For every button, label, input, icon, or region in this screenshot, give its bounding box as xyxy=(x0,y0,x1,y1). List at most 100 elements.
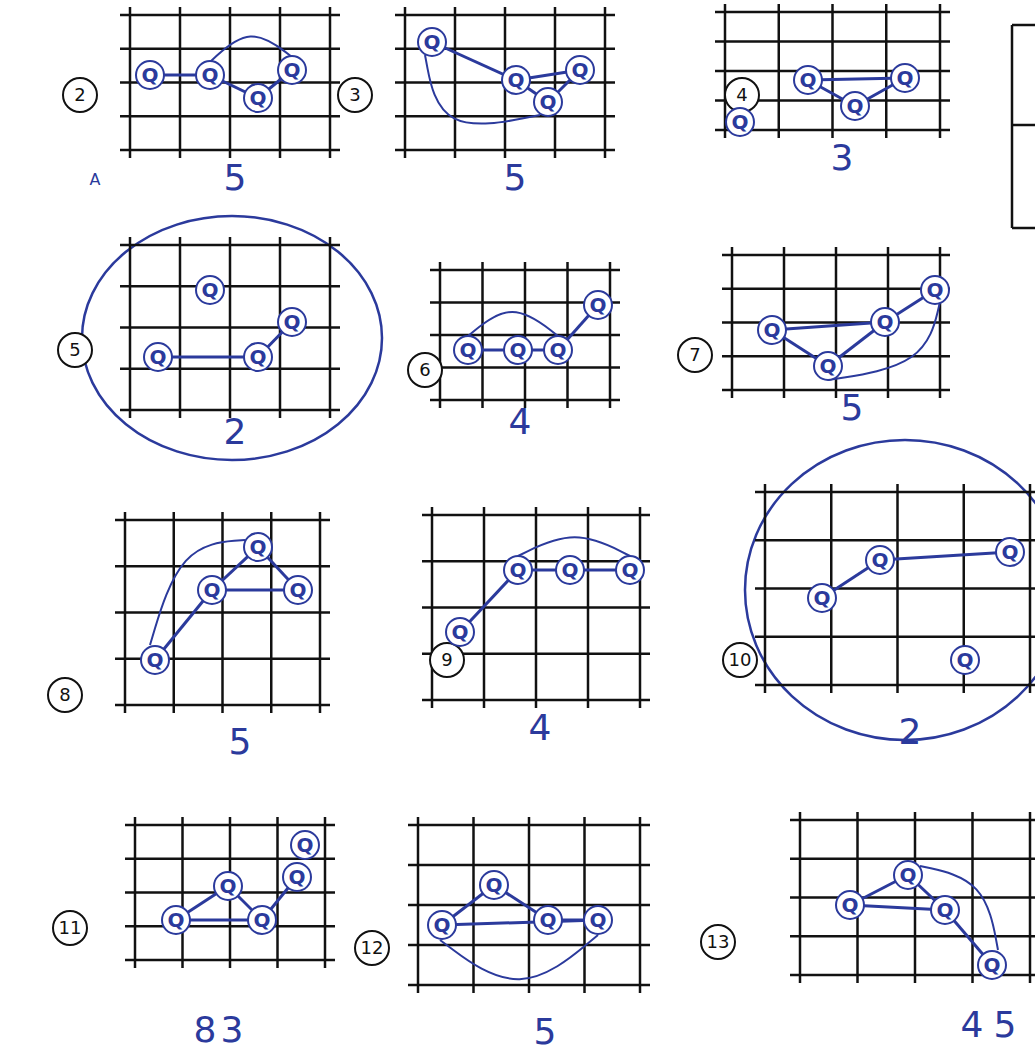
queen-mark: Q xyxy=(840,91,870,121)
grid-line xyxy=(120,149,340,152)
grid-line xyxy=(639,817,642,993)
panel-number: 4 xyxy=(736,86,747,104)
board-sketch xyxy=(723,484,1035,693)
board-sketch xyxy=(422,507,650,708)
attack-curve xyxy=(828,302,940,380)
queen-mark: Q xyxy=(543,335,573,365)
grid-line xyxy=(639,507,642,708)
queen-mark: Q xyxy=(615,555,645,585)
grid-line xyxy=(755,539,1035,542)
attack-curve xyxy=(425,55,540,124)
queen-mark: Q xyxy=(282,862,312,892)
queen-mark: Q xyxy=(213,871,243,901)
grid-line xyxy=(566,262,569,408)
score-number: 4 xyxy=(529,710,552,746)
attack-curve xyxy=(440,935,598,979)
highlight-circle xyxy=(745,440,1035,740)
panel-number: 7 xyxy=(689,346,700,364)
queen-mark: Q xyxy=(565,55,595,85)
grid-line xyxy=(939,247,942,398)
panel-number: 12 xyxy=(361,939,384,957)
attack-curve xyxy=(150,540,245,645)
queen-mark: Q xyxy=(920,275,950,305)
grid-line xyxy=(587,507,590,708)
number-circle xyxy=(701,925,735,959)
board-sketch xyxy=(58,237,340,418)
queen-mark: Q xyxy=(277,55,307,85)
queen-mark: Q xyxy=(195,60,225,90)
board-sketch xyxy=(338,7,615,158)
grid-line xyxy=(120,115,340,118)
grid-line xyxy=(408,904,650,907)
score-number: 4 xyxy=(961,1007,984,1043)
board-sketch xyxy=(53,817,335,968)
grid-line xyxy=(430,366,620,369)
number-circle xyxy=(678,338,712,372)
panel-number: 3 xyxy=(349,86,360,104)
grid-line xyxy=(1029,484,1032,693)
queen-mark: Q xyxy=(793,65,823,95)
panel-number: 6 xyxy=(419,361,430,379)
queen-mark: Q xyxy=(995,537,1025,567)
panel-number: 2 xyxy=(74,86,85,104)
queen-mark: Q xyxy=(555,555,585,585)
grid-line xyxy=(1029,812,1032,983)
score-number: 3 xyxy=(221,1012,244,1048)
board-sketch xyxy=(408,262,620,408)
attack-line xyxy=(880,552,1010,560)
attack-curve xyxy=(920,866,998,950)
grid-line xyxy=(722,389,950,392)
panel-number: 13 xyxy=(707,933,730,951)
attack-curve xyxy=(468,312,558,336)
board-sketch xyxy=(48,512,330,713)
score-number: 5 xyxy=(504,160,527,196)
queen-mark: Q xyxy=(725,107,755,137)
queen-mark: Q xyxy=(583,905,613,935)
grid-line xyxy=(430,399,620,402)
queen-mark: Q xyxy=(893,860,923,890)
queen-mark: Q xyxy=(161,905,191,935)
grid-line xyxy=(755,491,1035,494)
grid-line xyxy=(422,606,650,609)
grid-line xyxy=(790,935,1035,938)
board-sketch xyxy=(715,4,950,138)
queen-mark: Q xyxy=(807,583,837,613)
queen-mark: Q xyxy=(140,645,170,675)
grid-line xyxy=(125,925,335,928)
grid-line xyxy=(722,321,950,324)
number-circle xyxy=(723,643,757,677)
grid-line xyxy=(395,115,615,118)
queen-mark: Q xyxy=(865,545,895,575)
grid-line xyxy=(609,262,612,408)
attack-line xyxy=(442,920,598,925)
margin-note: A xyxy=(90,172,101,188)
score-number: 3 xyxy=(831,140,854,176)
grid-line xyxy=(115,611,330,614)
score-number: 2 xyxy=(224,414,247,450)
queen-mark: Q xyxy=(283,575,313,605)
queen-mark: Q xyxy=(479,870,509,900)
queen-mark: Q xyxy=(533,87,563,117)
highlight-circle xyxy=(82,216,382,460)
grid-line xyxy=(790,896,1035,899)
queen-mark: Q xyxy=(417,27,447,57)
grid-line xyxy=(120,409,340,412)
queen-mark: Q xyxy=(135,60,165,90)
grid-line xyxy=(755,684,1035,687)
queen-mark: Q xyxy=(195,275,225,305)
panel-number: 11 xyxy=(59,919,82,937)
queen-mark: Q xyxy=(501,65,531,95)
score-number: 4 xyxy=(509,404,532,440)
board-sketch xyxy=(678,247,950,398)
queen-mark: Q xyxy=(835,890,865,920)
grid-line xyxy=(790,858,1035,861)
board-sketch xyxy=(355,817,650,993)
queen-mark: Q xyxy=(290,830,320,860)
grid-line xyxy=(971,812,974,983)
grid-line xyxy=(329,237,332,418)
queen-mark: Q xyxy=(757,315,787,345)
queen-mark: Q xyxy=(503,335,533,365)
queen-mark: Q xyxy=(197,575,227,605)
queen-mark: Q xyxy=(950,645,980,675)
